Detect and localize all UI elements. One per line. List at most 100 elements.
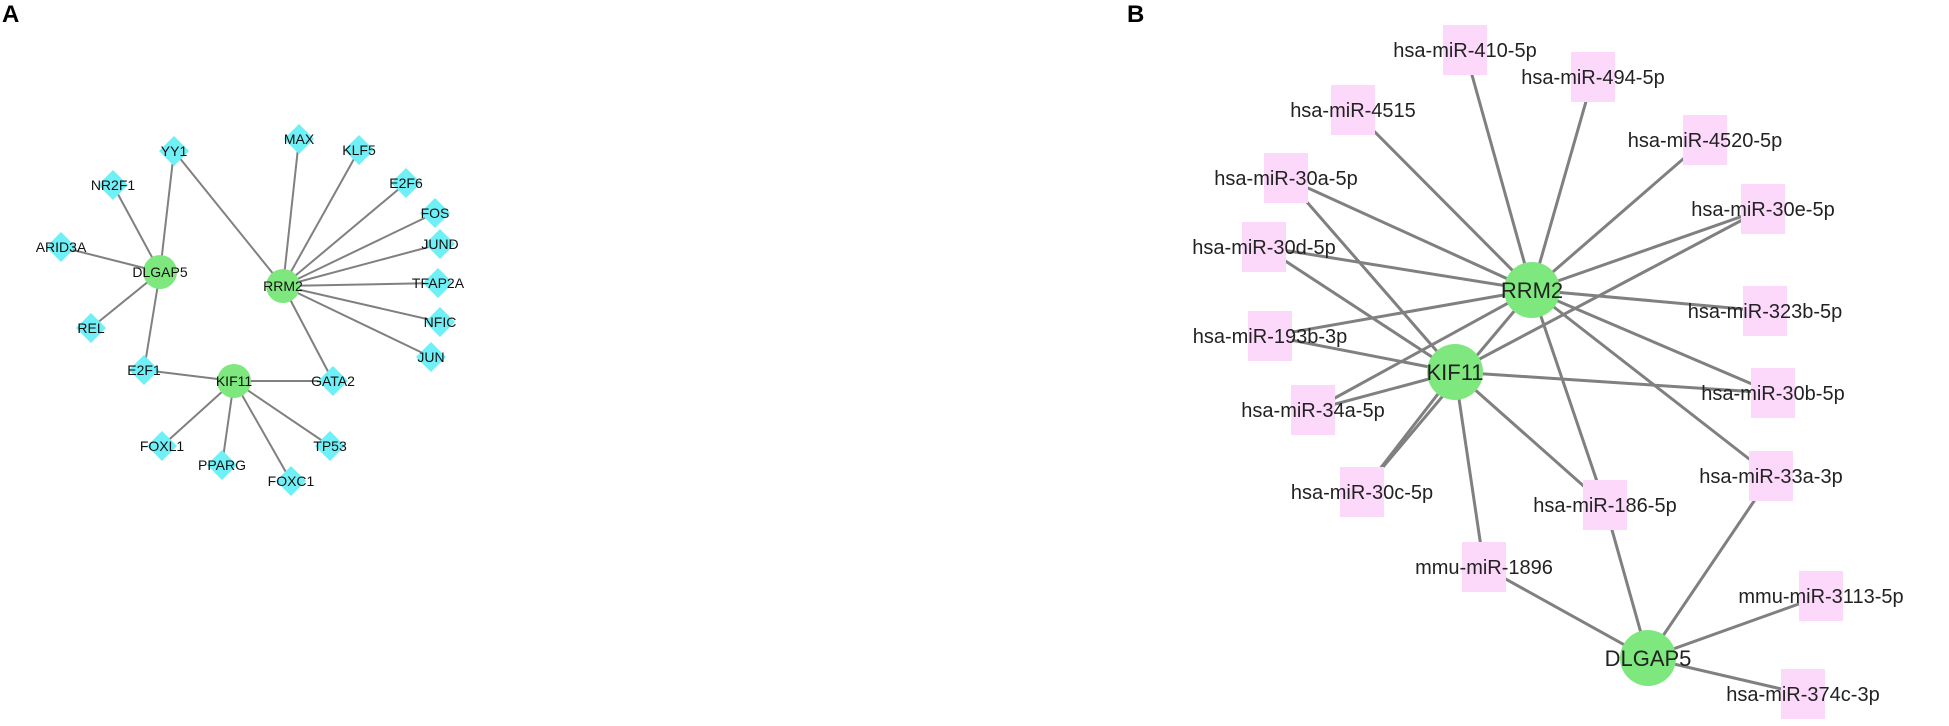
a-node-label: PPARG	[198, 457, 246, 473]
a-node-rel[interactable]: REL	[76, 313, 106, 343]
a-node-gata2[interactable]: GATA2	[311, 366, 355, 396]
a-node-label: TP53	[313, 438, 347, 454]
a-node-label: ARID3A	[36, 239, 87, 255]
a-tf-diamond	[76, 313, 106, 343]
b-gene-circle	[1504, 262, 1560, 318]
a-node-yy1[interactable]: YY1	[159, 136, 189, 166]
panel-a-tf-network: A YY1NR2F1ARID3ARELE2F1MAXKLF5E2F6FOSJUN…	[2, 1, 465, 496]
a-node-e2f1[interactable]: E2F1	[127, 355, 161, 385]
a-gene-dlgap5[interactable]: DLGAP5	[132, 255, 188, 289]
a-node-label: KLF5	[342, 142, 376, 158]
a-edge-kif11-tp53	[233, 380, 331, 447]
a-tf-diamond	[425, 229, 455, 259]
a-edge-rrm2-e2f6	[282, 182, 407, 287]
b-node-m186[interactable]: hsa-miR-186-5p	[1533, 480, 1677, 530]
a-node-label: NFIC	[424, 314, 457, 330]
b-mirna-square	[1331, 85, 1375, 135]
a-node-tfap2a[interactable]: TFAP2A	[412, 268, 465, 298]
b-node-m410[interactable]: hsa-miR-410-5p	[1393, 25, 1537, 75]
a-node-foxl1[interactable]: FOXL1	[140, 431, 185, 461]
a-edge-rrm2-yy1	[173, 150, 284, 287]
b-mirna-square	[1242, 222, 1286, 272]
a-edge-rrm2-jund	[282, 243, 441, 287]
a-node-label: E2F1	[127, 362, 161, 378]
a-node-label: FOXL1	[140, 438, 185, 454]
b-node-label: hsa-miR-410-5p	[1393, 40, 1536, 62]
a-node-pparg[interactable]: PPARG	[198, 450, 246, 480]
b-node-m4520[interactable]: hsa-miR-4520-5p	[1628, 115, 1783, 165]
b-node-m33a[interactable]: hsa-miR-33a-3p	[1699, 451, 1843, 501]
b-node-label: hsa-miR-33a-3p	[1699, 466, 1842, 488]
b-node-label: hsa-miR-30a-5p	[1214, 168, 1357, 190]
b-gene-label: KIF11	[1426, 360, 1483, 385]
b-mirna-square	[1340, 467, 1384, 517]
a-edge-rrm2-gata2	[282, 285, 334, 382]
b-node-m30b[interactable]: hsa-miR-30b-5p	[1701, 368, 1845, 418]
a-node-foxc1[interactable]: FOXC1	[268, 466, 315, 496]
b-node-label: mmu-miR-3113-5p	[1738, 586, 1903, 608]
b-node-m30a[interactable]: hsa-miR-30a-5p	[1214, 153, 1358, 203]
a-edge-rrm2-max	[282, 138, 300, 287]
a-node-arid3a[interactable]: ARID3A	[36, 232, 87, 262]
a-gene-label: KIF11	[216, 373, 253, 389]
a-node-klf5[interactable]: KLF5	[342, 135, 376, 165]
b-node-m193b[interactable]: hsa-miR-193b-3p	[1193, 311, 1348, 361]
a-gene-kif11[interactable]: KIF11	[216, 364, 253, 398]
b-node-m374c[interactable]: hsa-miR-374c-3p	[1726, 669, 1880, 719]
b-node-m323b[interactable]: hsa-miR-323b-5p	[1688, 286, 1843, 336]
a-node-fos[interactable]: FOS	[420, 198, 450, 228]
a-edge-kif11-foxc1	[233, 380, 292, 482]
a-node-max[interactable]: MAX	[284, 124, 315, 154]
panel-b-nodes: hsa-miR-410-5p hsa-miR-494-5p hsa-miR-4515…	[1192, 25, 1904, 719]
a-node-nfic[interactable]: NFIC	[424, 307, 457, 337]
a-node-tp53[interactable]: TP53	[313, 431, 347, 461]
a-node-nr2f1[interactable]: NR2F1	[91, 170, 136, 200]
a-edge-rrm2-jun	[282, 285, 432, 358]
b-node-label: hsa-miR-30c-5p	[1291, 482, 1433, 504]
b-gene-dlgap5[interactable]: DLGAP5	[1605, 630, 1692, 686]
a-tf-diamond	[416, 342, 446, 372]
b-node-m30e[interactable]: hsa-miR-30e-5p	[1691, 184, 1835, 234]
panel-b-mirna-network: B hsa-miR-410-5p hsa-miR-494-5p hsa-miR-45…	[1127, 1, 1904, 719]
b-gene-kif11[interactable]: KIF11	[1426, 344, 1484, 400]
a-gene-circle	[143, 255, 177, 289]
b-node-label: hsa-miR-30b-5p	[1701, 383, 1844, 405]
b-gene-rrm2[interactable]: RRM2	[1501, 262, 1563, 318]
b-edge-rrm2-m4520	[1531, 138, 1706, 292]
b-node-mmu3113[interactable]: mmu-miR-3113-5p	[1738, 571, 1904, 621]
a-tf-diamond	[284, 124, 314, 154]
a-tf-diamond	[207, 450, 237, 480]
b-mirna-square	[1571, 52, 1615, 102]
a-node-label: GATA2	[311, 373, 355, 389]
a-gene-rrm2[interactable]: RRM2	[263, 269, 303, 303]
a-tf-diamond	[344, 135, 374, 165]
b-edge-dlgap5-mmu3113	[1647, 594, 1822, 660]
b-node-label: hsa-miR-494-5p	[1521, 67, 1664, 89]
b-node-mmu1896[interactable]: mmu-miR-1896	[1415, 542, 1553, 592]
panel-a-edges	[60, 138, 441, 482]
a-tf-diamond	[276, 466, 306, 496]
b-node-m4515[interactable]: hsa-miR-4515	[1290, 85, 1416, 135]
a-node-jund[interactable]: JUND	[421, 229, 459, 259]
b-node-m34a[interactable]: hsa-miR-34a-5p	[1241, 385, 1385, 435]
b-node-m30d[interactable]: hsa-miR-30d-5p	[1192, 222, 1336, 272]
a-gene-circle	[266, 269, 300, 303]
b-node-label: hsa-miR-30d-5p	[1192, 237, 1335, 259]
a-node-jun[interactable]: JUN	[416, 342, 446, 372]
a-node-label: MAX	[284, 131, 315, 147]
b-edge-kif11-m30d	[1263, 245, 1456, 374]
b-edge-kif11-m30a	[1284, 177, 1457, 373]
b-node-m494[interactable]: hsa-miR-494-5p	[1521, 52, 1665, 102]
b-mirna-square	[1741, 184, 1785, 234]
b-edge-rrm2-m494	[1530, 76, 1595, 291]
b-edge-kif11-m30e	[1454, 207, 1764, 374]
b-mirna-square	[1462, 542, 1506, 592]
b-node-m30c[interactable]: hsa-miR-30c-5p	[1291, 467, 1433, 517]
a-tf-diamond	[159, 136, 189, 166]
b-gene-label: DLGAP5	[1605, 646, 1692, 671]
panel-b-label: B	[1127, 1, 1144, 28]
a-node-e2f6[interactable]: E2F6	[389, 168, 423, 198]
b-mirna-square	[1781, 669, 1825, 719]
b-gene-label: RRM2	[1501, 278, 1563, 303]
